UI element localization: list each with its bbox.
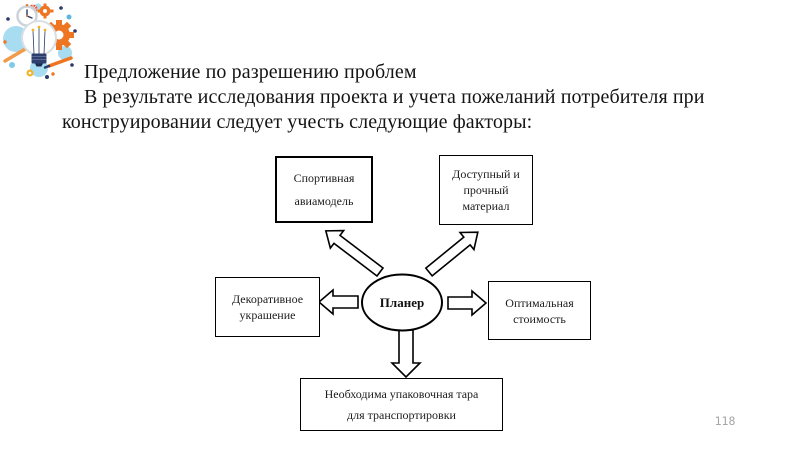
factor-text: для транспортировки — [347, 407, 456, 422]
factor-text: авиамодель — [294, 193, 354, 208]
navy-dot — [59, 6, 63, 10]
navy-dot — [70, 63, 74, 67]
factor-text: Оптимальная — [505, 295, 574, 310]
navy-dot — [73, 29, 77, 33]
factor-text: прочный — [463, 183, 509, 197]
idea-illustration — [3, 3, 77, 79]
arrow-to-material — [424, 231, 479, 278]
factor-box-decoration: Декоративное украшение — [215, 277, 320, 337]
factor-box-material: Доступный и прочный материал — [439, 155, 533, 225]
orange-dot — [3, 40, 7, 44]
body-text-line-2: конструировании следует учесть следующие… — [62, 111, 533, 133]
factor-text: Декоративное — [231, 292, 304, 306]
center-node-label: Планер — [379, 295, 425, 310]
arrow-to-decoration — [317, 288, 359, 316]
factor-text: украшение — [239, 308, 296, 322]
blue-dot — [66, 14, 72, 20]
navy-dot — [6, 17, 10, 21]
small-gear-icon — [37, 3, 54, 19]
factor-text: Доступный и — [452, 167, 520, 181]
lightbulb-icon — [21, 20, 57, 67]
factor-text: Необходима упаковочная тара — [324, 386, 479, 401]
factor-text: Спортивная — [293, 170, 355, 185]
arrow-to-packaging — [390, 329, 422, 379]
center-ellipse — [361, 273, 443, 332]
factor-text: стоимость — [513, 311, 566, 326]
factor-box-cost: Оптимальная стоимость — [488, 281, 591, 340]
slide-text-block: Предложение по разрешению проблем В резу… — [62, 60, 762, 135]
slide-title: Предложение по разрешению проблем — [84, 61, 417, 83]
orange-dot — [51, 72, 55, 76]
page-number: 118 — [714, 414, 736, 428]
blue-bubble — [9, 62, 15, 68]
body-text-line-1: В результате исследования проекта и учет… — [84, 86, 705, 108]
navy-dot — [45, 75, 49, 79]
factor-box-sport-model: Спортивная авиамодель — [275, 156, 373, 223]
factor-box-packaging: Необходима упаковочная тара для транспор… — [300, 378, 503, 431]
arrow-to-sport-model — [324, 229, 385, 278]
factor-text: материал — [462, 199, 510, 213]
arrow-to-cost — [447, 289, 488, 317]
tiny-gear-icon — [26, 69, 34, 77]
pencil-icon — [43, 56, 73, 69]
